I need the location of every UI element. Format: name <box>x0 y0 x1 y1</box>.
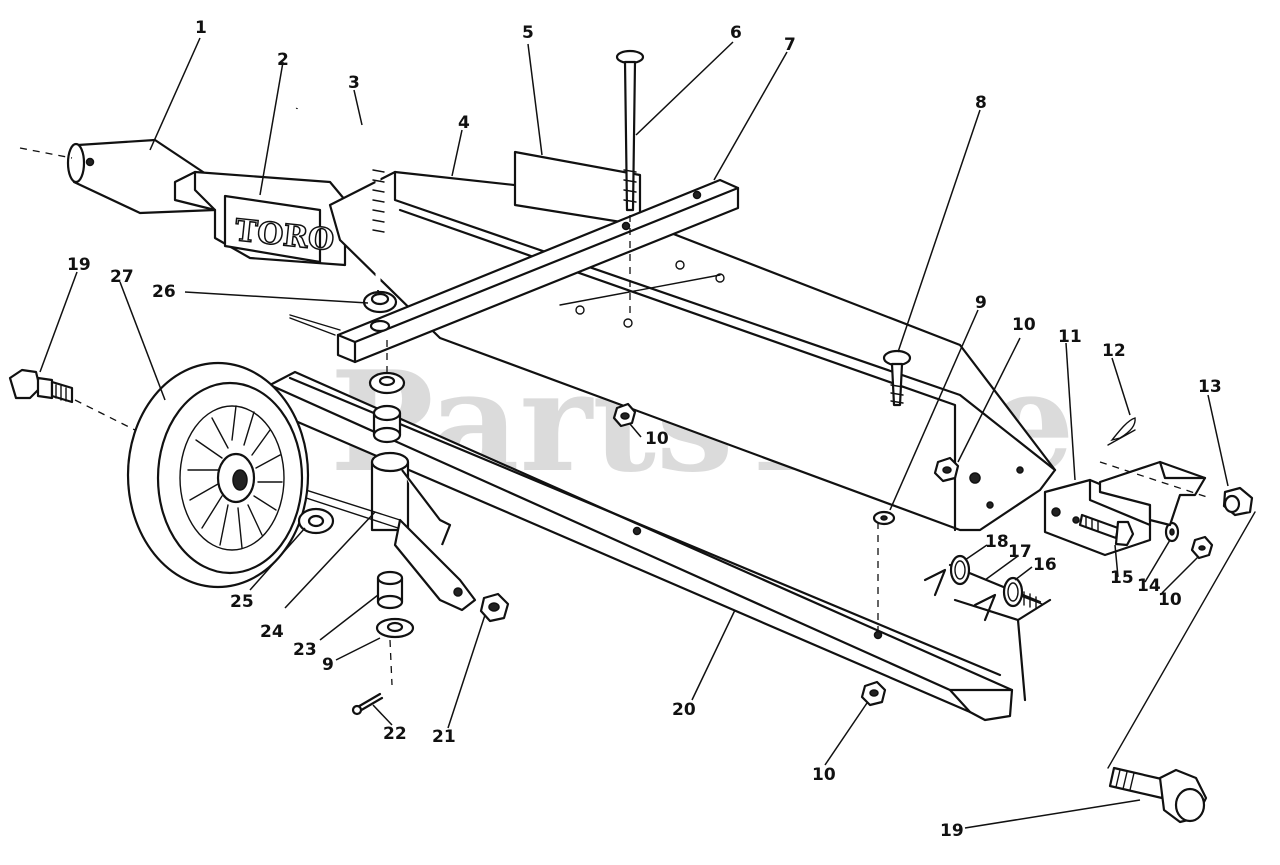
callout-17: 17 <box>1008 542 1032 562</box>
callout-10c: 10 <box>1158 590 1182 610</box>
callout-9a: 9 <box>975 293 987 313</box>
callout-19a: 19 <box>67 255 91 275</box>
part-nut-10b <box>612 402 637 428</box>
callout-1: 1 <box>195 18 207 38</box>
part-nut-10a <box>933 456 960 483</box>
part-nut-21 <box>479 592 510 623</box>
part-washer-25 <box>297 507 335 535</box>
callout-14: 14 <box>1137 576 1161 596</box>
callout-10a: 10 <box>1012 315 1036 335</box>
part-wheel-arm <box>242 451 477 612</box>
callout-16: 16 <box>1033 555 1057 575</box>
callout-26: 26 <box>152 282 176 302</box>
part-cap-nut-13 <box>1222 486 1254 517</box>
callout-18: 18 <box>985 532 1009 552</box>
callout-8: 8 <box>975 93 987 113</box>
callout-13: 13 <box>1198 377 1222 397</box>
part-shoulder-bolt-19a <box>8 368 136 431</box>
part-long-bolt <box>923 554 1043 622</box>
callout-21: 21 <box>432 727 456 747</box>
callout-9b: 9 <box>322 655 334 675</box>
part-nut-26 <box>362 290 398 333</box>
callout-12: 12 <box>1102 341 1126 361</box>
part-nut-10d <box>860 522 887 707</box>
callout-15: 15 <box>1110 568 1134 588</box>
callouts: 1 2 3 4 5 6 7 8 9 10 11 12 13 19 27 26 1… <box>67 18 1222 841</box>
part-j-bolt <box>294 99 385 292</box>
callout-24: 24 <box>260 622 284 642</box>
callout-20: 20 <box>672 700 696 720</box>
callout-7: 7 <box>784 35 796 55</box>
callout-27: 27 <box>110 267 134 287</box>
callout-2: 2 <box>277 50 289 70</box>
part-carriage-bolt-6 <box>615 49 645 320</box>
callout-19b: 19 <box>940 821 964 841</box>
callout-23: 23 <box>293 640 317 660</box>
part-crossbar <box>289 178 740 364</box>
callout-5: 5 <box>522 23 534 43</box>
callout-22: 22 <box>383 724 407 744</box>
part-washer-14 <box>1164 521 1180 543</box>
long-leader <box>1107 511 1256 769</box>
callout-3: 3 <box>348 73 360 93</box>
callout-25: 25 <box>230 592 254 612</box>
callout-6: 6 <box>730 23 742 43</box>
part-bolt-15 <box>1078 513 1135 547</box>
part-washer-9a <box>872 510 896 526</box>
part-toro-bracket: TORO <box>173 170 347 267</box>
part-wheel <box>126 361 310 589</box>
leader-lines <box>39 37 1229 829</box>
part-washer-stack <box>368 340 406 444</box>
toro-logo: TORO <box>233 213 336 258</box>
part-carriage-bolt-8 <box>882 349 912 407</box>
part-shoulder-bolt-19b <box>1108 766 1208 824</box>
part-hitch-bracket <box>1098 417 1211 527</box>
callout-10b: 10 <box>645 429 669 449</box>
part-deck-body <box>328 170 1057 532</box>
callout-11: 11 <box>1058 327 1082 347</box>
part-cotter-pin <box>351 692 384 716</box>
part-nut-10c <box>1190 535 1214 560</box>
callout-10d: 10 <box>812 765 836 785</box>
part-lower-bushing <box>375 570 415 686</box>
callout-4: 4 <box>458 113 470 133</box>
